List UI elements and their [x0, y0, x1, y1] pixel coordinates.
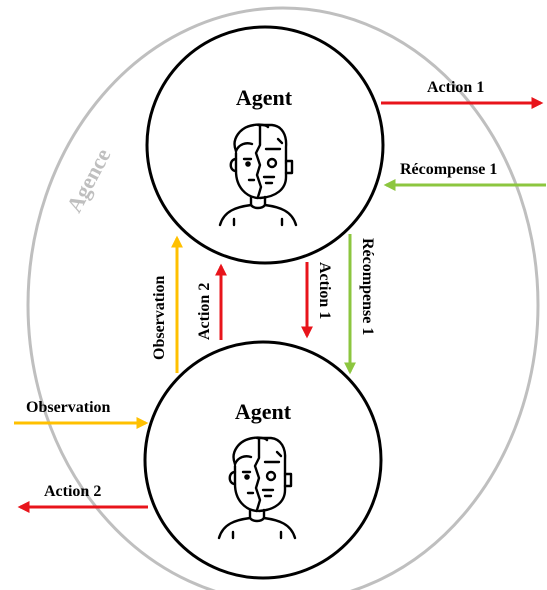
action2-out-label: Action 2 — [44, 483, 101, 500]
agence-label: Agence — [61, 144, 115, 216]
observation-in-label: Observation — [26, 399, 111, 416]
agent-bottom-title: Agent — [235, 399, 292, 424]
action2-up-label: Action 2 — [196, 283, 213, 340]
action1-down-label: Action 1 — [316, 262, 333, 319]
agent-top-title: Agent — [236, 85, 293, 110]
agent-top-circle — [145, 25, 385, 265]
agence-boundary — [26, 6, 540, 590]
reward1-down-label: Récompense 1 — [359, 238, 376, 335]
observation-up-label: Observation — [151, 275, 168, 360]
agent-bottom-circle — [143, 340, 383, 580]
action1-out-label: Action 1 — [427, 79, 484, 96]
reward1-in-label: Récompense 1 — [400, 161, 497, 178]
